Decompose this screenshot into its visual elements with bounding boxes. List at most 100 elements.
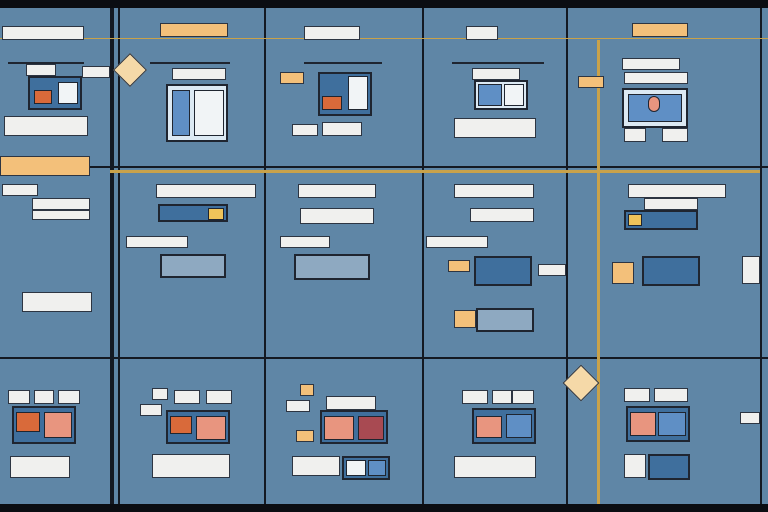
caption-box — [454, 118, 536, 138]
label-tag — [622, 58, 680, 70]
label-tag — [296, 430, 314, 442]
guide-line-mid — [110, 170, 760, 173]
window-node-icon — [624, 210, 698, 230]
label-tag — [280, 236, 330, 248]
label-tag — [8, 390, 30, 404]
window-node-icon — [642, 256, 700, 286]
grid-line-h2 — [0, 357, 768, 359]
grid-line-v5 — [566, 8, 568, 504]
image-thumbnail-icon — [320, 410, 388, 444]
label-tag — [492, 390, 512, 404]
grid-line-h1 — [0, 166, 768, 168]
window-node-icon — [158, 204, 228, 222]
grid-line-v1 — [110, 8, 114, 504]
label-tag — [26, 64, 56, 76]
grid-line-v4 — [422, 8, 424, 504]
label-tag — [632, 23, 688, 37]
label-tag — [740, 412, 760, 424]
checkbox-icon — [612, 262, 634, 284]
image-thumbnail-icon — [166, 410, 230, 444]
window-node-icon — [474, 256, 532, 286]
caption-box — [10, 456, 70, 478]
diamond-connector — [562, 364, 600, 402]
label-tag — [304, 26, 360, 40]
label-tag — [470, 208, 534, 222]
label-tag — [654, 388, 688, 402]
label-tag — [512, 390, 534, 404]
window-node-icon — [160, 254, 226, 278]
label-tag — [32, 198, 90, 210]
label-tag — [206, 390, 232, 404]
label-tag — [34, 390, 54, 404]
label-tag — [2, 184, 38, 196]
label-tag — [300, 208, 374, 224]
label-tag — [578, 76, 604, 88]
window-bar — [8, 62, 84, 64]
label-tag — [426, 236, 488, 248]
window-bar — [150, 62, 230, 64]
label-tag — [742, 256, 760, 284]
label-tag — [624, 388, 650, 402]
window-node-icon — [648, 454, 690, 480]
window-node-icon — [166, 84, 228, 142]
window-node-icon — [318, 72, 372, 116]
caption-box — [4, 116, 88, 136]
grid-line-v2 — [118, 8, 120, 504]
window-node-icon — [342, 456, 390, 480]
window-node-icon — [294, 254, 370, 280]
label-tag — [172, 68, 226, 80]
label-tag — [82, 66, 110, 78]
caption-box — [152, 454, 230, 478]
guide-line-v-top — [597, 40, 600, 170]
label-tag — [32, 210, 90, 220]
grid-line-v6 — [760, 8, 762, 504]
caption-box — [22, 292, 92, 312]
label-tag — [624, 454, 646, 478]
window-node-icon — [474, 80, 528, 110]
label-tag — [140, 404, 162, 416]
label-tag — [628, 184, 726, 198]
window-node-icon — [28, 76, 82, 110]
label-tag — [2, 26, 84, 40]
label-tag — [454, 310, 476, 328]
label-tag — [472, 68, 520, 80]
label-tag — [280, 72, 304, 84]
caption-box — [454, 456, 536, 478]
label-tag — [466, 26, 498, 40]
label-tag — [58, 390, 80, 404]
label-tag — [292, 124, 318, 136]
label-tag — [126, 236, 188, 248]
guide-line-top — [0, 38, 768, 39]
label-tag — [286, 400, 310, 412]
grid-line-v3 — [264, 8, 266, 504]
label-tag — [300, 384, 314, 396]
label-tag — [538, 264, 566, 276]
top-border — [0, 0, 768, 8]
label-tag — [156, 184, 256, 198]
image-thumbnail-icon — [472, 408, 536, 444]
window-node-icon — [476, 308, 534, 332]
label-tag — [644, 198, 698, 210]
label-tag — [160, 23, 228, 37]
label-tag — [448, 260, 470, 272]
image-thumbnail-icon — [626, 406, 690, 442]
label-tag — [298, 184, 376, 198]
label-tag — [662, 128, 688, 142]
window-bar — [452, 62, 544, 64]
label-tag — [624, 128, 646, 142]
label-tag — [624, 72, 688, 84]
caption-box — [0, 156, 90, 176]
guide-line-v-bottom — [597, 173, 600, 504]
window-bar — [304, 62, 382, 64]
label-tag — [454, 184, 534, 198]
label-tag — [326, 396, 376, 410]
image-thumbnail-icon — [12, 406, 76, 444]
label-tag — [322, 122, 362, 136]
caption-box — [292, 456, 340, 476]
label-tag — [152, 388, 168, 400]
label-tag — [174, 390, 200, 404]
label-tag — [462, 390, 488, 404]
image-thumbnail-icon — [622, 88, 688, 128]
bottom-border — [0, 504, 768, 512]
